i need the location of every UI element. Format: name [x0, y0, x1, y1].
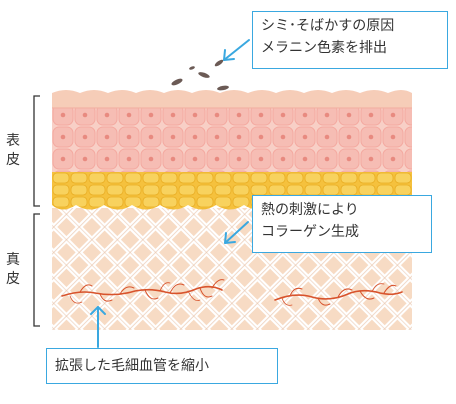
collagen-callout: 熱の刺激により コラーゲン生成 — [252, 195, 432, 253]
epidermis-bracket — [33, 95, 40, 207]
epidermis-label-char-1: 表 — [6, 133, 20, 149]
epidermis-label: 表 皮 — [4, 132, 22, 170]
vessels-arrow — [90, 306, 106, 348]
vessels-callout-line-1: 拡張した毛細血管を縮小 — [55, 358, 209, 374]
dermis-label: 真 皮 — [4, 251, 22, 289]
collagen-callout-line-1: 熱の刺激により — [261, 202, 359, 218]
epidermis-cell-layer — [52, 108, 412, 172]
melanin-callout-line-2: メラニン色素を排出 — [261, 40, 387, 56]
melanin-arrow — [223, 39, 250, 61]
vessels-callout: 拡張した毛細血管を縮小 — [46, 348, 278, 384]
melanin-callout-line-1: シミ･そばかすの原因 — [261, 18, 395, 34]
melanin-callout: シミ･そばかすの原因 メラニン色素を排出 — [252, 11, 448, 69]
epidermis-label-char-2: 皮 — [6, 152, 20, 168]
collagen-callout-line-2: コラーゲン生成 — [261, 224, 359, 240]
collagen-arrow — [224, 221, 249, 244]
skin-surface — [52, 90, 412, 108]
capillaries — [61, 279, 403, 306]
dermis-label-char-2: 皮 — [6, 271, 20, 287]
dermis-label-char-1: 真 — [6, 252, 20, 268]
melanin-specks — [171, 59, 229, 91]
dermis-bracket — [33, 213, 40, 327]
